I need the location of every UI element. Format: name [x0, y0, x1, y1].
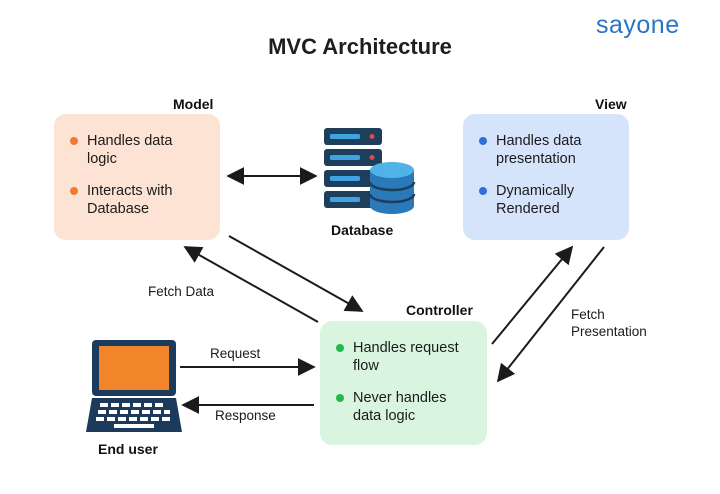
database-label: Database — [331, 222, 394, 238]
fetch-data-arrow — [183, 246, 319, 323]
bullet-dot-icon — [479, 187, 487, 195]
end-user-label: End user — [98, 441, 158, 457]
brand-text: sayone — [596, 11, 680, 39]
model-bullet-text: Handles data logic — [87, 133, 173, 167]
brand-logo: sayone — [596, 10, 680, 40]
model-controller-arrow — [228, 235, 364, 312]
controller-view-arrow — [491, 245, 574, 345]
controller-bullet: Handles request flow — [336, 339, 473, 375]
model-bullet-text: Interacts with Database — [87, 183, 173, 217]
view-bullet-text: Dynamically Rendered — [496, 183, 575, 217]
view-bullet-text: Handles data presentation — [496, 133, 582, 167]
bullet-dot-icon — [479, 137, 487, 145]
view-bullet: Dynamically Rendered — [479, 182, 615, 218]
bullet-dot-icon — [70, 187, 78, 195]
controller-bullet: Never handles data logic — [336, 389, 473, 425]
controller-box: Handles request flow Never handles data … — [320, 321, 487, 445]
bullet-dot-icon — [70, 137, 78, 145]
model-bullet: Interacts with Database — [70, 182, 206, 218]
controller-bullet-text: Never handles data logic — [353, 390, 447, 424]
fetch-data-label: Fetch Data — [148, 284, 215, 299]
view-box: Handles data presentation Dynamically Re… — [463, 114, 629, 240]
controller-bullet-text: Handles request flow — [353, 340, 459, 374]
model-bullet: Handles data logic — [70, 132, 206, 168]
view-bullet: Handles data presentation — [479, 132, 615, 168]
response-label: Response — [215, 408, 276, 423]
request-label: Request — [210, 346, 261, 361]
diagram-title: MVC Architecture — [268, 34, 452, 59]
laptop-icon — [86, 340, 182, 432]
model-box: Handles data logic Interacts with Databa… — [54, 114, 220, 240]
controller-label: Controller — [406, 302, 473, 318]
bullet-dot-icon — [336, 394, 344, 402]
bullet-dot-icon — [336, 344, 344, 352]
fetch-presentation-arrow — [496, 246, 605, 383]
database-server-icon — [324, 128, 416, 214]
model-label: Model — [173, 96, 214, 112]
fetch-presentation-label: Fetch Presentation — [571, 307, 647, 339]
view-label: View — [595, 96, 627, 112]
